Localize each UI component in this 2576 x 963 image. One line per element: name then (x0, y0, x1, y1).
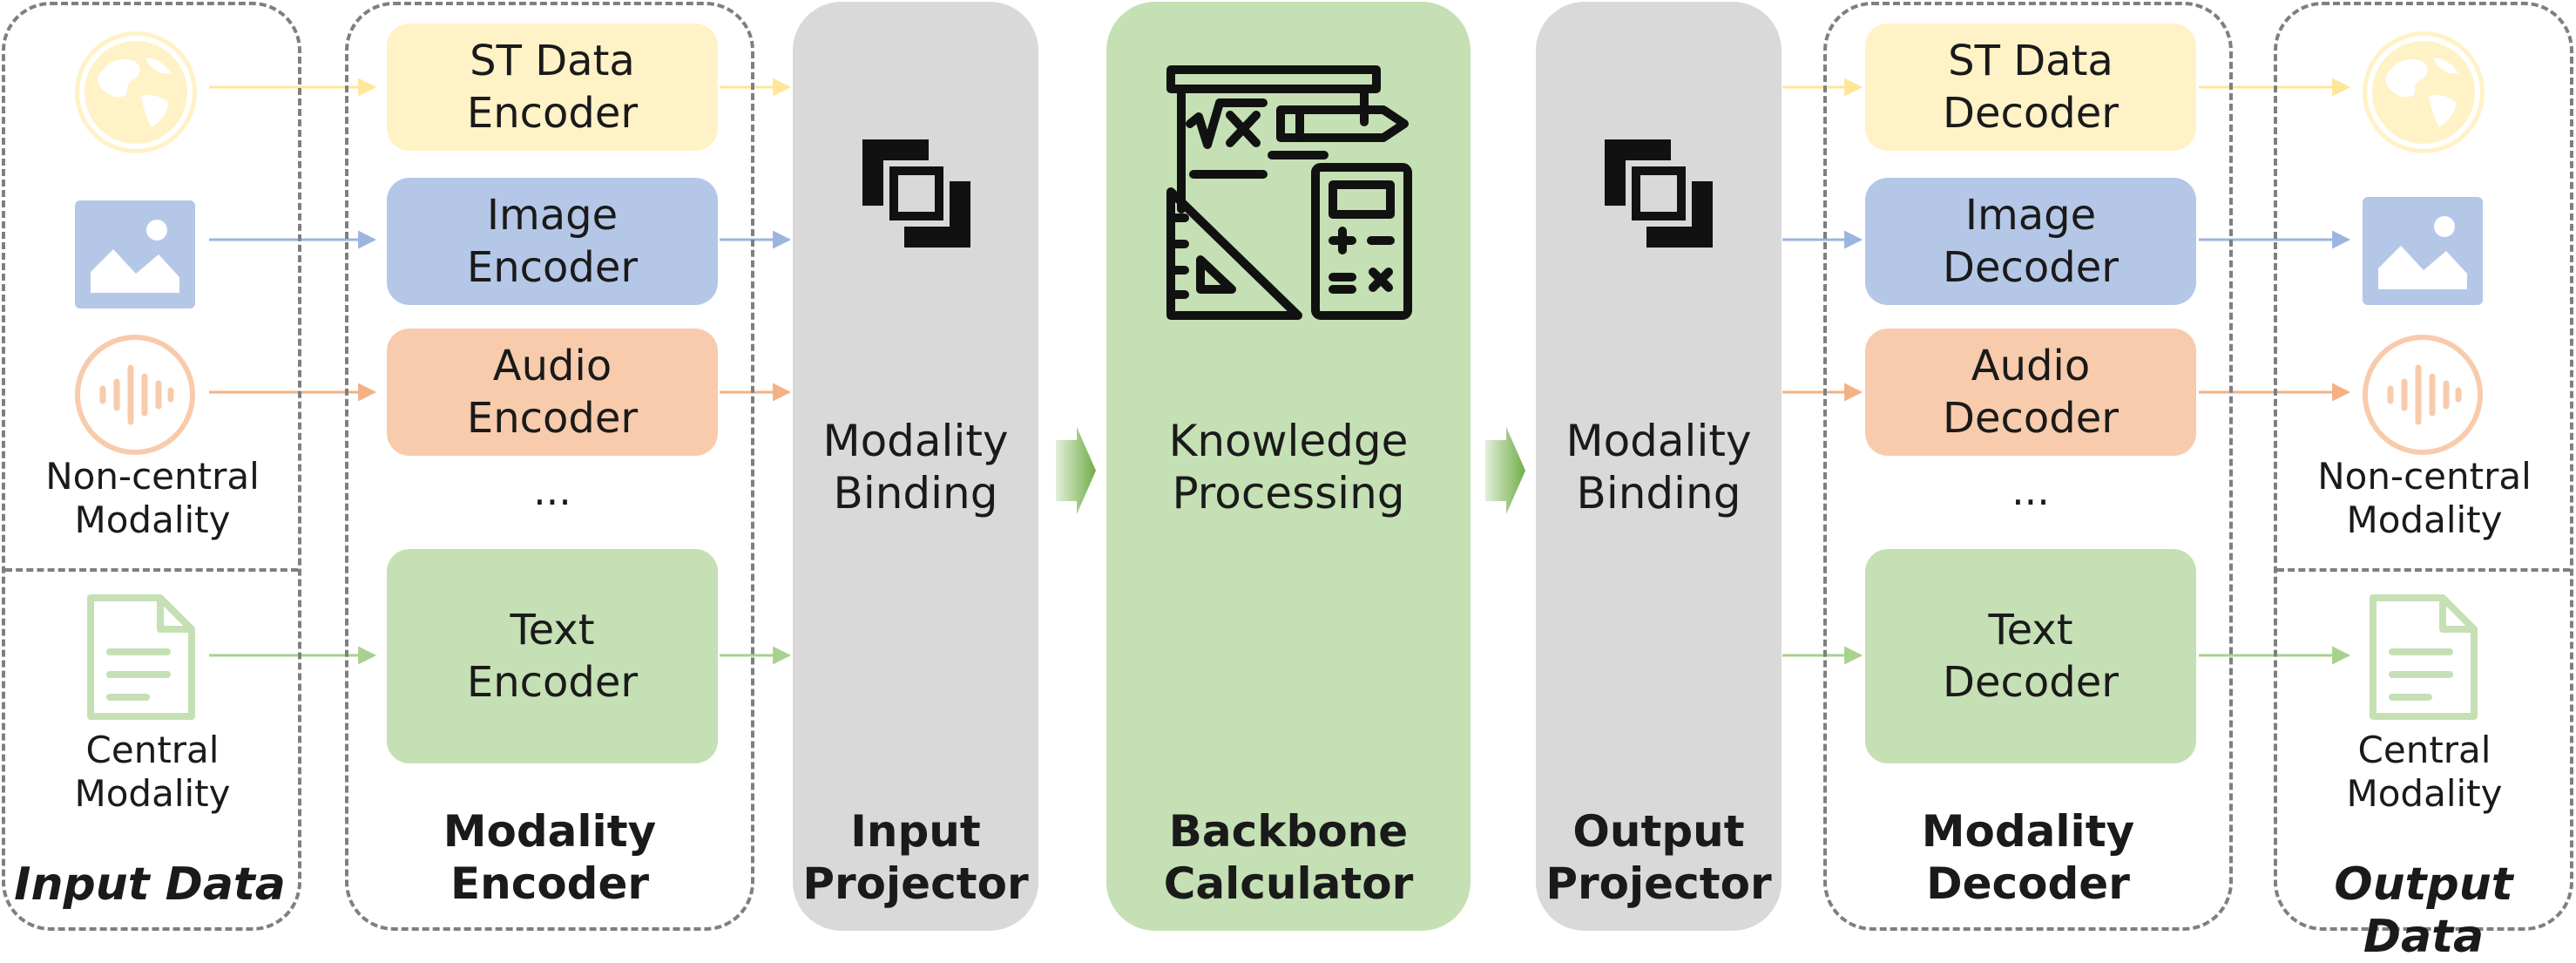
output-non-central-label: Non-central Modality (2317, 455, 2532, 541)
input-projector-label: Modality Binding (822, 416, 1009, 519)
image-decoder-box: Image Decoder (1865, 178, 2196, 305)
audio-decoder-box: Audio Decoder (1865, 329, 2196, 456)
output-data-title: Output Data (2334, 858, 2513, 963)
output-data-frame (2274, 2, 2573, 931)
input-projector-title: Input Projector (802, 806, 1029, 909)
document-icon (84, 593, 197, 723)
image-encoder-box: Image Encoder (387, 178, 718, 305)
encoder-ellipsis: ... (533, 467, 571, 514)
modality-decoder-frame (1823, 2, 2233, 931)
flow-chevron-left (1056, 427, 1096, 514)
flow-chevron-right (1485, 427, 1525, 514)
input-data-title: Input Data (14, 858, 286, 911)
audio-wave-icon (73, 333, 197, 457)
binding-icon (855, 132, 977, 254)
audio-wave-icon-output (2361, 333, 2485, 457)
image-icon-output (2363, 197, 2483, 305)
st-data-decoder-box: ST Data Decoder (1865, 24, 2196, 151)
st-data-encoder-box: ST Data Encoder (387, 24, 718, 151)
binding-icon-output (1598, 132, 1720, 254)
image-icon (75, 200, 195, 309)
output-central-label: Central Modality (2346, 729, 2503, 815)
output-divider (2277, 568, 2570, 572)
output-projector-title: Output Projector (1545, 806, 1772, 909)
math-tools-icon (1159, 61, 1423, 326)
input-data-frame (2, 2, 301, 931)
audio-encoder-box: Audio Encoder (387, 329, 718, 456)
text-decoder-box: Text Decoder (1865, 549, 2196, 763)
modality-encoder-frame (345, 2, 754, 931)
backbone-label: Knowledge Processing (1168, 416, 1409, 519)
backbone-calculator-title: Backbone Calculator (1163, 806, 1414, 909)
decoder-ellipsis: ... (2011, 467, 2050, 514)
input-divider (5, 568, 298, 572)
globe-icon-output (2359, 28, 2488, 157)
document-icon-output (2366, 593, 2479, 723)
modality-encoder-title: Modality Encoder (443, 806, 657, 909)
modality-decoder-title: Modality Decoder (1921, 806, 2135, 909)
output-projector-label: Modality Binding (1565, 416, 1752, 519)
input-central-label: Central Modality (74, 729, 231, 815)
text-encoder-box: Text Encoder (387, 549, 718, 763)
input-non-central-label: Non-central Modality (45, 455, 260, 541)
globe-icon (71, 28, 200, 157)
